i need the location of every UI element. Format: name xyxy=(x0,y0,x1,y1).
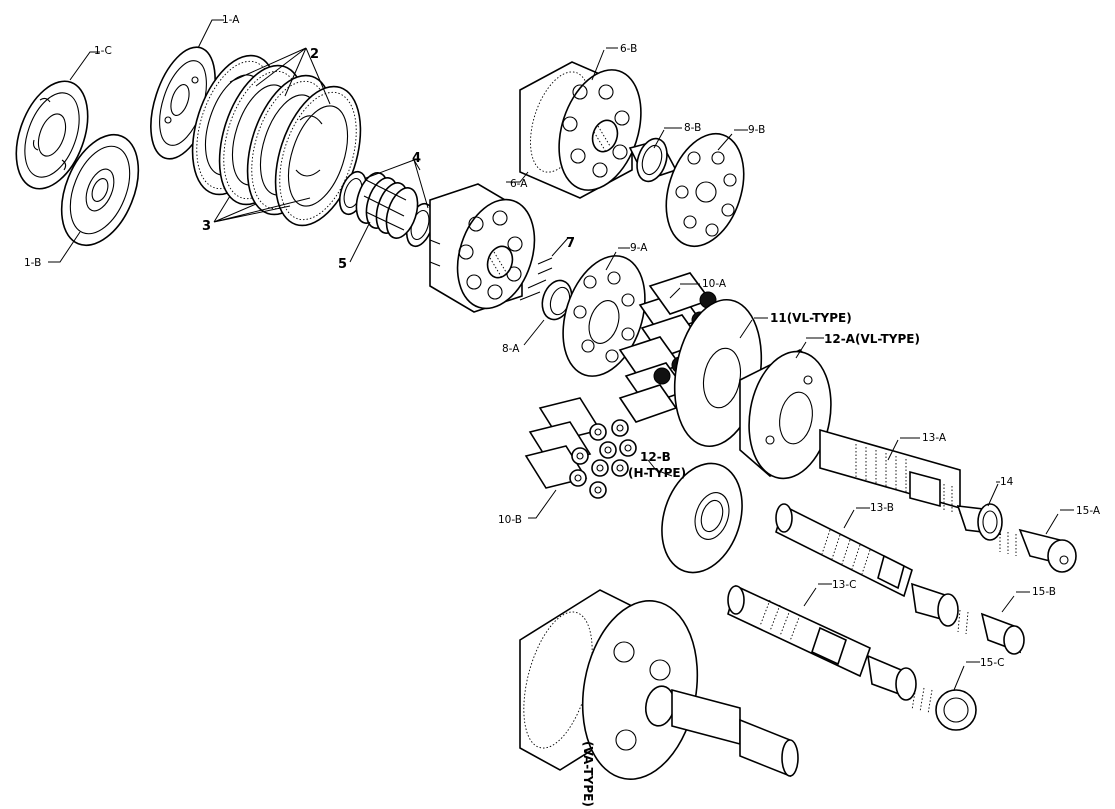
label-3: 3 xyxy=(202,219,211,234)
label-12b-line2: (H-TYPE) xyxy=(628,466,686,480)
part-15b-gear xyxy=(911,582,1025,655)
label-13b: 13-B xyxy=(870,502,894,514)
label-9b: 9-B xyxy=(748,124,765,136)
part-2-3-disc-stack xyxy=(191,54,362,227)
part-13c-shaft xyxy=(727,584,871,678)
part-9a-retainer-plate xyxy=(562,255,646,377)
label-12a: 12-A(VL-TYPE) xyxy=(824,332,920,346)
label-8b: 8-B xyxy=(684,122,701,134)
part-15a-gear xyxy=(999,528,1077,573)
part-1b-plate xyxy=(60,133,140,247)
label-15c: 15-C xyxy=(980,657,1004,669)
part-8b-bushing xyxy=(628,137,678,183)
label-8a: 8-A xyxy=(502,343,520,355)
label-14: 14 xyxy=(1000,476,1014,488)
part-12b-shoe-plate xyxy=(661,462,743,574)
leader-lines xyxy=(48,19,1074,691)
label-1b: 1-B xyxy=(24,257,41,269)
part-5-spring-pack xyxy=(355,172,419,239)
part-va-type-assembly xyxy=(519,589,799,780)
part-10b-pistons xyxy=(524,397,637,499)
label-13c: 13-C xyxy=(832,579,856,591)
label-1c: 1-C xyxy=(94,45,112,57)
label-10a: 10-A xyxy=(702,278,727,290)
part-9b-retainer-plate xyxy=(665,132,745,248)
part-6b-cylinder-block xyxy=(519,61,642,199)
label-12b-line1: 12-B xyxy=(640,450,671,464)
label-2: 2 xyxy=(310,47,319,62)
callout-labels: 1-C 1-A 1-B 2 3 4 5 6-A 6-B 7 8-A 8-B 9-… xyxy=(24,14,1101,807)
label-6a: 6-A xyxy=(510,178,528,190)
label-va-type: (VA-TYPE) xyxy=(581,741,595,807)
part-14-coupling xyxy=(956,503,1003,541)
label-11: 11(VL-TYPE) xyxy=(770,311,852,325)
part-1c-valve-plate xyxy=(15,80,89,190)
label-4: 4 xyxy=(412,151,421,166)
part-7-pins xyxy=(519,257,553,301)
label-9a: 9-A xyxy=(630,242,648,254)
part-13b-shaft xyxy=(775,503,913,598)
label-10b: 10-B xyxy=(498,514,522,526)
label-1a: 1-A xyxy=(222,14,240,26)
label-6b: 6-B xyxy=(620,43,637,55)
label-15b: 15-B xyxy=(1032,586,1056,598)
label-13a: 13-A xyxy=(922,432,947,444)
label-15a: 15-A xyxy=(1076,505,1101,517)
part-13a-shaft xyxy=(819,428,961,516)
part-15c-gear xyxy=(867,654,977,731)
label-5: 5 xyxy=(338,257,347,272)
part-12a-shoe-plate xyxy=(739,349,832,480)
part-6a-cylinder-block xyxy=(429,183,536,313)
label-7: 7 xyxy=(566,236,575,251)
